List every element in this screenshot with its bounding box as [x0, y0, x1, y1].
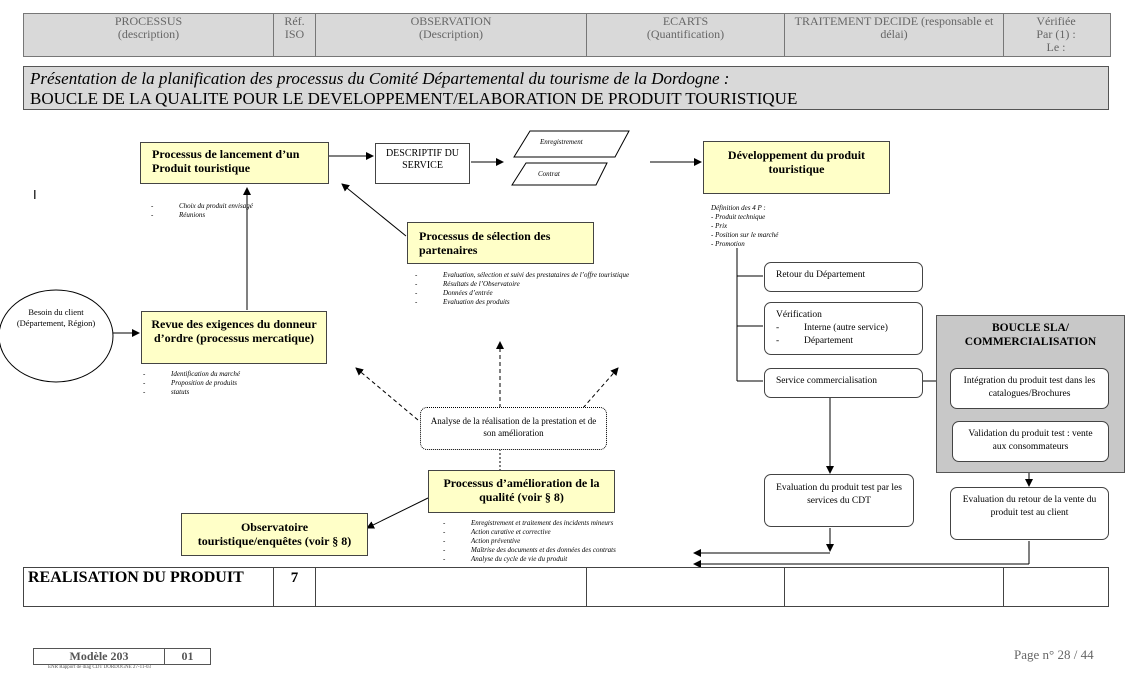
stray-mark: I — [33, 187, 37, 202]
header-col-ref: Réf. ISO — [274, 14, 316, 56]
footer-small-text: ENR Rapport de diag CDT DORDOGNE 27-11-0… — [48, 665, 152, 670]
client-return-evaluation-box: Evaluation du retour de la vente du prod… — [950, 487, 1109, 540]
page-title-box: Présentation de la planification des pro… — [23, 66, 1109, 110]
launch-bullets: -Choix du produit envisagé -Réunions — [151, 202, 253, 219]
partner-selection-box: Processus de sélection des partenaires — [407, 222, 594, 264]
realisation-label: REALISATION DU PRODUIT — [24, 568, 274, 606]
realisation-traitement-cell — [785, 568, 1004, 606]
header-col-traitement: TRAITEMENT DECIDE (responsable et délai) — [785, 14, 1004, 56]
registration-shape — [513, 130, 630, 158]
client-need-ellipse — [0, 289, 114, 383]
registration-label: Enregistrement — [540, 138, 583, 146]
model-label: Modèle 203 — [34, 649, 165, 664]
client-need-label: Besoin du client (Département, Région) — [16, 307, 96, 328]
header-col-verifiee: Vérifiée Par (1) : Le : — [1036, 14, 1076, 54]
realisation-verifiee-cell — [1004, 568, 1108, 606]
header-col-observation: OBSERVATION (Description) — [316, 14, 587, 56]
improvement-box: Processus d’amélioration de la qualité (… — [428, 470, 615, 513]
realisation-row: REALISATION DU PRODUIT 7 — [23, 567, 1109, 607]
model-box: Modèle 203 01 — [33, 648, 211, 665]
service-description-box: DESCRIPTIF DU SERVICE — [375, 143, 470, 184]
commercial-service-box: Service commercialisation — [764, 368, 923, 398]
contract-label: Contrat — [538, 170, 560, 178]
validation-box: Validation du produit test : vente aux c… — [952, 421, 1109, 462]
catalog-integration-box: Intégration du produit test dans les cat… — [950, 368, 1109, 409]
header-table-row: PROCESSUS (description) Réf. ISO OBSERVA… — [23, 13, 1111, 57]
realisation-ecarts-cell — [587, 568, 785, 606]
header-col-ecarts: ECARTS (Quantification) — [587, 14, 785, 56]
analysis-box: Analyse de la réalisation de la prestati… — [420, 407, 607, 450]
department-return-box: Retour du Département — [764, 262, 923, 292]
header-col-processus: PROCESSUS (description) — [24, 14, 274, 56]
requirements-review-box: Revue des exigences du donneur d’ordre (… — [141, 311, 327, 364]
sla-title: BOUCLE SLA/ COMMERCIALISATION — [964, 322, 1097, 348]
realisation-ref: 7 — [274, 568, 316, 606]
realisation-observation-cell — [316, 568, 587, 606]
cdt-evaluation-box: Evaluation du produit test par les servi… — [764, 474, 914, 527]
partner-bullets: -Evaluation, sélection et suivi des pres… — [415, 271, 630, 306]
observatory-box: Observatoire touristique/enquêtes (voir … — [181, 513, 368, 556]
launch-process-box: Processus de lancement d’un Produit tour… — [140, 142, 329, 184]
verification-box: Vérification -Interne (autre service) -D… — [764, 302, 923, 355]
contract-shape — [511, 162, 608, 186]
page-number: Page n° 28 / 44 — [1014, 647, 1094, 662]
page-subtitle: BOUCLE DE LA QUALITE POUR LE DEVELOPPEME… — [30, 89, 798, 108]
requirements-bullets: -Identification du marché -Proposition d… — [143, 370, 240, 396]
model-number: 01 — [181, 649, 194, 663]
page-title: Présentation de la planification des pro… — [30, 69, 730, 88]
development-box: Développement du produit touristique — [703, 141, 890, 194]
improvement-bullets: -Enregistrement et traitement des incide… — [443, 519, 616, 563]
four-p-list: Définition des 4 P : - Produit technique… — [711, 204, 779, 248]
